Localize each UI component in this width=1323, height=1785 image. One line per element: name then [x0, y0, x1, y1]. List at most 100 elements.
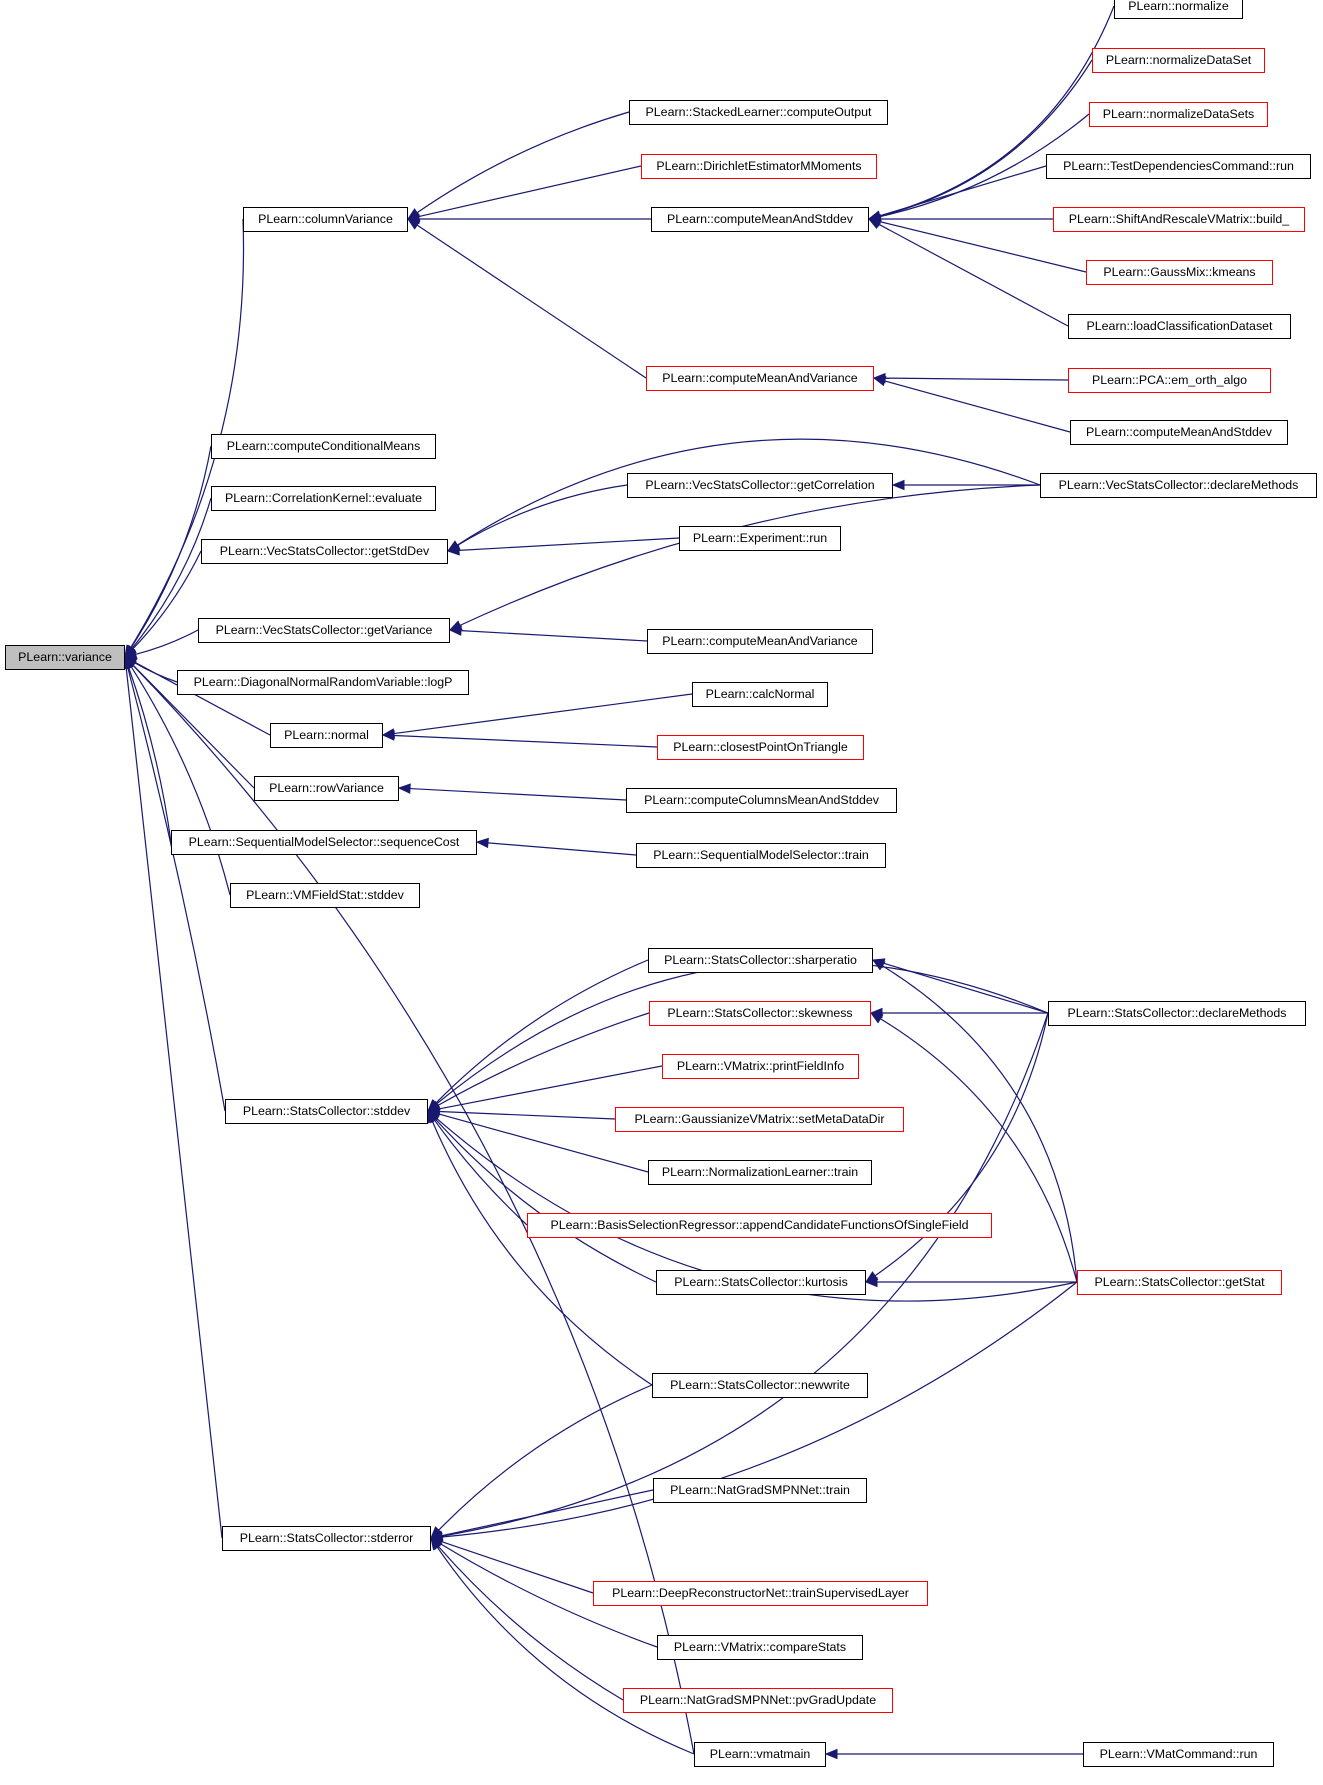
node-normalize-data-sets[interactable]: PLearn::normalizeDataSets	[1089, 101, 1268, 127]
call-edge	[437, 1545, 624, 1701]
node-variance[interactable]: PLearn::variance	[5, 644, 125, 670]
call-edge	[438, 1065, 663, 1110]
node-pca-em-orth-algo[interactable]: PLearn::PCA::em_orth_algo	[1068, 367, 1271, 393]
arrowhead	[872, 375, 887, 387]
call-edge	[459, 484, 1041, 626]
call-edge	[438, 1110, 616, 1120]
node-set-meta-data-dir[interactable]: PLearn::GaussianizeVMatrix::setMetaDataD…	[615, 1106, 904, 1132]
call-edge	[460, 630, 648, 642]
node-experiment-run[interactable]: PLearn::Experiment::run	[679, 525, 841, 551]
call-edge	[879, 221, 1087, 273]
arrowhead	[406, 218, 421, 230]
node-vmat-command-run[interactable]: PLearn::VMatCommand::run	[1083, 1741, 1274, 1767]
call-edge	[435, 959, 649, 1104]
node-pv-grad-update[interactable]: PLearn::NatGradSMPNNet::pvGradUpdate	[623, 1687, 893, 1713]
node-natgrad-train[interactable]: PLearn::NatGradSMPNNet::train	[653, 1477, 867, 1503]
arrowhead	[397, 783, 411, 794]
call-edge	[878, 223, 1069, 327]
node-sc-declare-methods[interactable]: PLearn::StatsCollector::declareMethods	[1048, 1000, 1306, 1026]
arrowhead	[381, 730, 395, 741]
call-edge	[874, 1012, 1049, 1277]
call-edge	[418, 165, 642, 218]
arrowhead	[430, 1536, 442, 1551]
node-sequence-cost[interactable]: PLearn::SequentialModelSelector::sequenc…	[171, 829, 477, 855]
call-edge	[393, 693, 693, 735]
call-edge	[458, 537, 680, 551]
node-normal[interactable]: PLearn::normal	[270, 722, 383, 748]
call-edge	[128, 667, 172, 843]
call-edge	[132, 664, 695, 1755]
call-edge	[436, 1546, 695, 1755]
call-edge	[130, 665, 231, 896]
node-kurtosis[interactable]: PLearn::StatsCollector::kurtosis	[656, 1269, 866, 1295]
node-normalization-train[interactable]: PLearn::NormalizationLearner::train	[648, 1159, 872, 1185]
node-sms-train[interactable]: PLearn::SequentialModelSelector::train	[636, 842, 886, 868]
call-edge	[434, 1118, 657, 1283]
node-compute-mean-and-variance[interactable]: PLearn::computeMeanAndVariance	[646, 365, 874, 391]
node-compute-mean-and-variance-2[interactable]: PLearn::computeMeanAndVariance	[647, 628, 873, 654]
node-train-supervised-layer[interactable]: PLearn::DeepReconstructorNet::trainSuper…	[593, 1580, 928, 1606]
node-compute-columns-mean-and-stddev[interactable]: PLearn::computeColumnsMeanAndStddev	[626, 787, 897, 813]
node-shift-and-rescale-build[interactable]: PLearn::ShiftAndRescaleVMatrix::build_	[1053, 206, 1305, 232]
node-skewness[interactable]: PLearn::StatsCollector::skewness	[649, 1000, 871, 1026]
call-edge	[409, 787, 627, 801]
arrowhead	[864, 1276, 878, 1288]
node-dirichlet-mmoments[interactable]: PLearn::DirichletEstimatorMMoments	[641, 153, 877, 179]
call-edge	[438, 1384, 653, 1531]
arrowhead	[446, 545, 460, 556]
node-vmfieldstat-stddev[interactable]: PLearn::VMFieldStat::stddev	[230, 882, 420, 908]
call-edge	[393, 734, 658, 748]
node-closest-point-on-triangle[interactable]: PLearn::closestPointOnTriangle	[657, 734, 864, 760]
node-compute-mean-and-stddev-2[interactable]: PLearn::computeMeanAndStddev	[1070, 419, 1288, 445]
node-get-stat[interactable]: PLearn::StatsCollector::getStat	[1077, 1269, 1282, 1295]
node-get-std-dev[interactable]: PLearn::VecStatsCollector::getStdDev	[201, 538, 448, 564]
node-gaussmix-kmeans[interactable]: PLearn::GaussMix::kmeans	[1086, 259, 1273, 285]
call-edge	[456, 438, 1041, 546]
call-edge	[125, 667, 223, 1539]
call-edge	[879, 113, 1090, 218]
call-edge	[416, 111, 630, 214]
node-row-variance[interactable]: PLearn::rowVariance	[254, 775, 399, 801]
arrowhead	[448, 625, 462, 636]
call-edge	[441, 1540, 594, 1594]
node-load-classification-dataset[interactable]: PLearn::loadClassificationDataset	[1068, 313, 1291, 339]
call-edge	[436, 960, 1049, 1105]
node-append-candidate[interactable]: PLearn::BasisSelectionRegressor::appendC…	[527, 1212, 992, 1238]
call-edge	[883, 962, 1049, 1014]
node-vmatmain[interactable]: PLearn::vmatmain	[694, 1741, 826, 1767]
node-diagonal-logp[interactable]: PLearn::DiagonalNormalRandomVariable::lo…	[177, 669, 469, 695]
call-edge	[131, 497, 212, 649]
node-calc-normal[interactable]: PLearn::calcNormal	[692, 681, 828, 707]
node-get-correlation[interactable]: PLearn::VecStatsCollector::getCorrelatio…	[627, 472, 893, 498]
node-statscollector-stderror[interactable]: PLearn::StatsCollector::stderror	[222, 1525, 431, 1551]
node-test-dependencies-run[interactable]: PLearn::TestDependenciesCommand::run	[1046, 153, 1311, 179]
node-column-variance[interactable]: PLearn::columnVariance	[243, 206, 408, 232]
node-compute-mean-and-stddev[interactable]: PLearn::computeMeanAndStddev	[651, 206, 869, 232]
node-vsc-declare-methods[interactable]: PLearn::VecStatsCollector::declareMethod…	[1040, 472, 1317, 498]
call-edge	[127, 667, 226, 1112]
node-compute-conditional-means[interactable]: PLearn::computeConditionalMeans	[211, 433, 436, 459]
arrowhead	[867, 218, 882, 230]
arrowhead	[871, 959, 886, 971]
call-edge	[882, 965, 1078, 1283]
node-normalize[interactable]: PLearn::normalize	[1114, 0, 1243, 19]
node-newwrite[interactable]: PLearn::StatsCollector::newwrite	[652, 1372, 868, 1398]
node-sharperatio[interactable]: PLearn::StatsCollector::sharperatio	[648, 947, 873, 973]
call-edge	[884, 380, 1071, 433]
node-compare-stats[interactable]: PLearn::VMatrix::compareStats	[657, 1634, 863, 1660]
node-stacked-compute-output[interactable]: PLearn::StackedLearner::computeOutput	[629, 99, 888, 125]
arrowhead	[869, 1012, 884, 1024]
call-edge	[457, 484, 628, 546]
call-edge	[416, 224, 647, 379]
node-normalize-data-set[interactable]: PLearn::normalizeDataSet	[1092, 47, 1265, 73]
node-statscollector-stddev[interactable]: PLearn::StatsCollector::stddev	[225, 1098, 428, 1124]
node-correlation-kernel-evaluate[interactable]: PLearn::CorrelationKernel::evaluate	[211, 485, 436, 511]
call-edge	[880, 1018, 1078, 1283]
call-edge	[441, 1012, 1049, 1537]
call-edge	[433, 1119, 528, 1226]
call-edge	[130, 445, 212, 649]
call-edge	[437, 1012, 650, 1107]
node-get-variance[interactable]: PLearn::VecStatsCollector::getVariance	[198, 617, 450, 643]
call-edge	[441, 1281, 1078, 1538]
node-print-field-info[interactable]: PLearn::VMatrix::printFieldInfo	[662, 1053, 859, 1079]
